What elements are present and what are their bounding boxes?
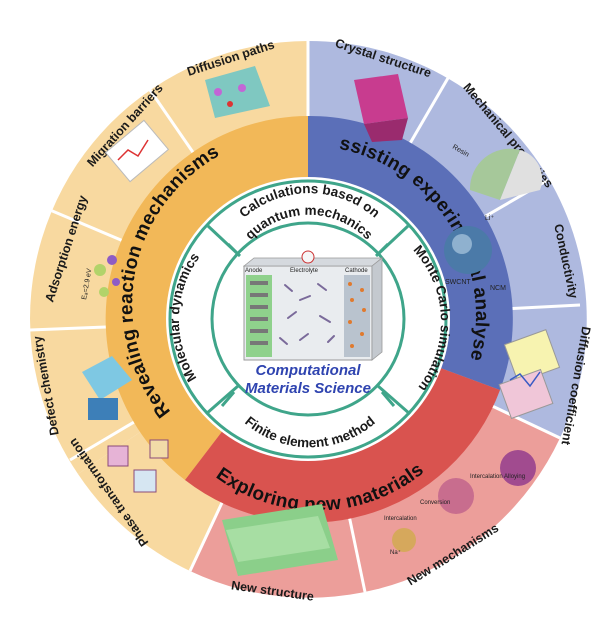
anode-label: Anode: [245, 268, 263, 274]
annotation-swcnt: SWCNT: [445, 279, 471, 286]
center-title-line1: Computational: [256, 362, 362, 379]
annotation-ncm: NCM: [490, 285, 506, 292]
thumbnail-phase-transformation: [107, 439, 169, 493]
thumbnail-mechanical-properties: Resin: [451, 144, 543, 200]
annotation-li: Li⁺: [485, 215, 494, 222]
battery-illustration: Anode Electrolyte Cathode: [242, 250, 384, 361]
annotation-alloying: Intercalation Alloying: [470, 474, 525, 480]
thumbnail-new-mechanisms: Intercalation Conversion Intercalation A…: [384, 450, 536, 556]
annotation-intercalation: Intercalation: [384, 516, 417, 522]
annotation-na: Na⁺: [390, 549, 401, 556]
inner-ring-outline: [168, 179, 448, 459]
cathode-label: Cathode: [345, 268, 368, 274]
cathode-block: [344, 275, 370, 357]
annotation-conversion: Conversion: [420, 500, 450, 506]
electrolyte-label: Electrolyte: [290, 268, 319, 274]
thumbnail-crystal-structure: [354, 74, 408, 142]
thumbnail-migration-barriers: [104, 119, 170, 183]
center-title-line2: Materials Science: [245, 380, 371, 397]
thumbnail-diffusion-paths: [205, 66, 270, 118]
thumbnail-new-structure: [222, 504, 338, 576]
load-icon: [301, 250, 315, 264]
core-ring-outline: [210, 221, 406, 417]
thumbnail-conductivity: Li⁺ SWCNT NCM: [444, 215, 506, 292]
thumbnail-defect-chemistry: [82, 356, 132, 420]
method-separators: [205, 224, 411, 416]
thumbnail-diffusion-coefficient: [498, 329, 561, 420]
